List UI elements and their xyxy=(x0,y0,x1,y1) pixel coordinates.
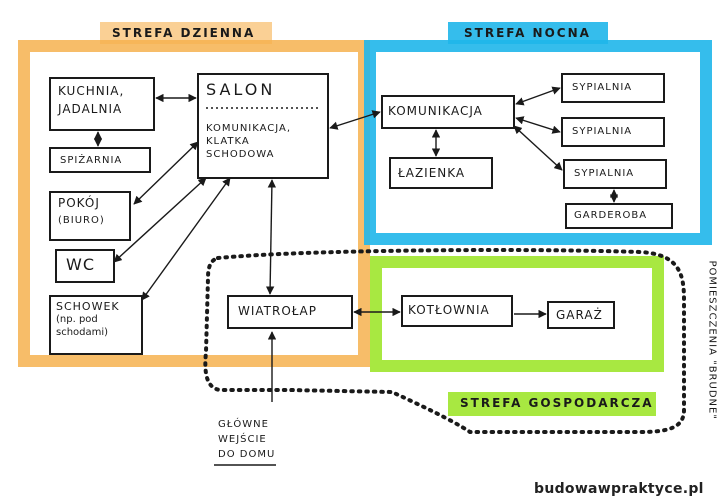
wardrobe-box xyxy=(565,203,673,229)
salon-line3: SCHODOWA xyxy=(206,149,275,160)
salon-title: SALON xyxy=(206,80,276,99)
arrow-salon-corridor xyxy=(329,110,381,130)
kitchen-label: KUCHNIA, JADALNIA xyxy=(58,84,124,116)
bedroom1-label: SYPIALNIA xyxy=(572,82,633,93)
night-zone-title-highlight xyxy=(448,22,608,44)
vestibule-label: WIATROŁAP xyxy=(238,304,317,318)
boiler-box xyxy=(401,295,513,327)
night-zone-frame xyxy=(364,40,712,245)
office-label: POKÓJ (BIURO) xyxy=(58,196,105,227)
corridor-box xyxy=(381,95,515,129)
wc-label: WC xyxy=(66,255,95,274)
entrance-line1: GŁÓWNE xyxy=(218,419,269,430)
main-entrance-label: GŁÓWNE WEJŚCIE DO DOMU xyxy=(218,418,275,461)
arrow-corridor-bedroom2 xyxy=(515,116,561,134)
kitchen-box xyxy=(49,77,155,131)
bedroom3-label: SYPIALNIA xyxy=(574,168,635,179)
garage-label: GARAŻ xyxy=(556,308,603,322)
storage-label-line1: SCHOWEK xyxy=(56,300,120,313)
bathroom-label: ŁAZIENKA xyxy=(398,166,466,180)
storage-label: SCHOWEK (np. pod schodami) xyxy=(56,300,120,339)
night-zone-title: STREFA NOCNA xyxy=(464,26,591,40)
wardrobe-label: GARDEROBA xyxy=(574,210,648,221)
utility-zone-title-highlight xyxy=(448,392,656,416)
storage-box xyxy=(49,295,143,355)
bedroom3-box xyxy=(563,159,667,189)
corridor-label: KOMUNIKACJA xyxy=(388,104,483,118)
day-zone-title-highlight xyxy=(100,22,272,44)
bathroom-box xyxy=(389,157,493,189)
bedroom2-label: SYPIALNIA xyxy=(572,126,633,137)
arrow-salon-wc xyxy=(113,177,207,263)
kitchen-label-line1: KUCHNIA, xyxy=(58,84,125,98)
vestibule-box xyxy=(227,295,353,329)
arrow-salon-vestibule xyxy=(265,179,277,295)
site-watermark: budowawpraktyce.pl xyxy=(534,481,704,497)
garage-box xyxy=(547,301,615,329)
dirty-rooms-boundary xyxy=(203,248,686,434)
boiler-label: KOTŁOWNIA xyxy=(408,303,490,317)
salon-line2: KLATKA xyxy=(206,136,250,147)
arrow-salon-storage xyxy=(141,177,231,301)
office-label-line2: (BIURO) xyxy=(58,215,105,226)
bedroom1-box xyxy=(561,73,665,103)
entrance-line3: DO DOMU xyxy=(218,449,276,460)
salon-box xyxy=(197,73,329,179)
entrance-line2: WEJŚCIE xyxy=(218,434,267,445)
pantry-label: SPIŻARNIA xyxy=(60,155,123,166)
storage-label-line2: (np. pod xyxy=(56,314,98,325)
utility-zone-title: STREFA GOSPODARCZA xyxy=(460,396,654,410)
arrow-corridor-bedroom3 xyxy=(513,125,563,171)
office-label-line1: POKÓJ xyxy=(58,196,100,210)
salon-details: KOMUNIKACJA, KLATKA SCHODOWA xyxy=(206,122,291,161)
kitchen-label-line2: JADALNIA xyxy=(58,102,123,116)
wc-box xyxy=(55,249,115,283)
storage-label-line3: schodami) xyxy=(56,327,109,338)
arrow-corridor-bedroom1 xyxy=(515,86,561,106)
dirty-rooms-annotation: POMIESZCZENIA "BRUDNE" xyxy=(706,260,718,420)
salon-line1: KOMUNIKACJA, xyxy=(206,123,292,134)
day-zone-title: STREFA DZIENNA xyxy=(112,26,256,40)
